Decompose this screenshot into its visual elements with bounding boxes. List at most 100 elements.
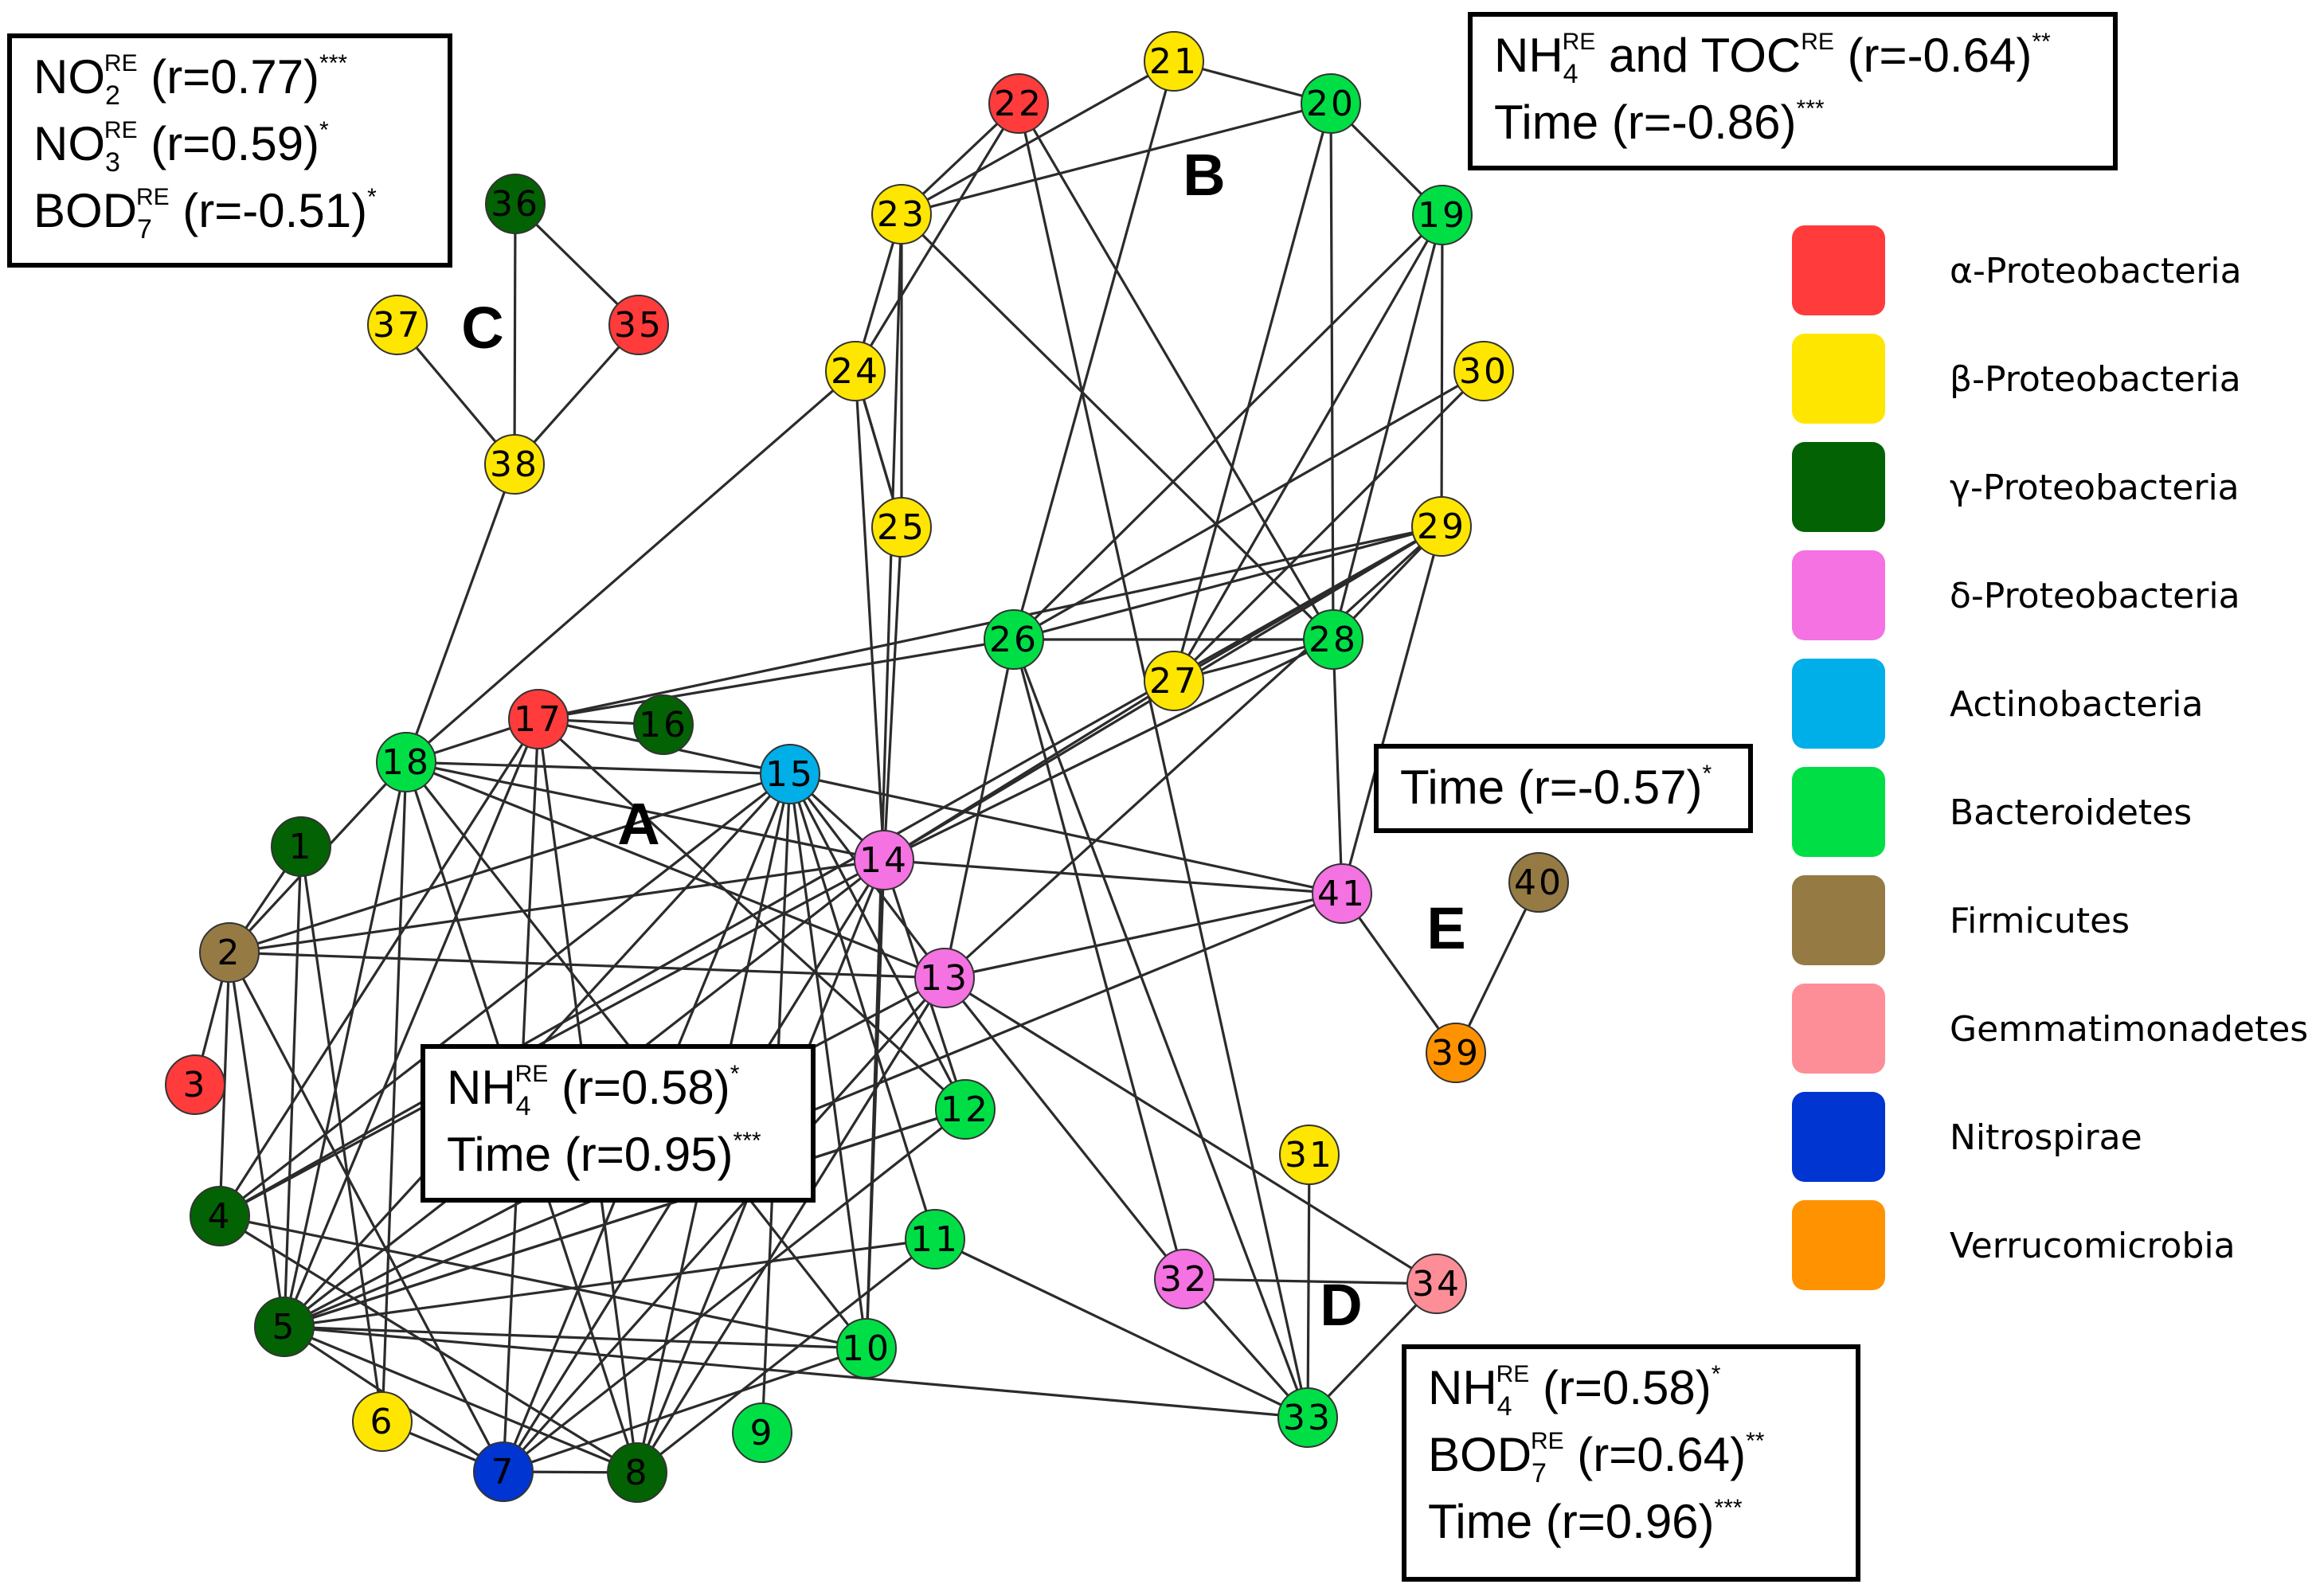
- node-label-6: 6: [370, 1402, 395, 1442]
- node-30: 30: [1453, 341, 1514, 401]
- node-label-21: 21: [1149, 41, 1199, 82]
- edge-4-8: [219, 1215, 638, 1474]
- node-circle-33: [1277, 1387, 1338, 1448]
- edge-13-26: [943, 639, 1015, 979]
- correlation-line-C-3: BOD7RE (r=-0.51)*: [33, 184, 377, 244]
- node-circle-10: [836, 1318, 897, 1379]
- node-35: 35: [608, 295, 669, 355]
- edges-layer: [194, 60, 1540, 1474]
- edge-19-27: [1172, 214, 1444, 682]
- node-circle-13: [914, 948, 975, 1008]
- node-41: 41: [1312, 863, 1372, 924]
- edge-36-38: [513, 203, 517, 465]
- edge-29-41: [1340, 526, 1443, 894]
- node-11: 11: [905, 1209, 965, 1269]
- node-19: 19: [1412, 185, 1473, 245]
- node-13: 13: [914, 948, 975, 1008]
- edge-14-4: [219, 859, 885, 1218]
- node-circle-12: [935, 1079, 996, 1140]
- node-circle-16: [633, 694, 694, 755]
- node-label-10: 10: [842, 1328, 891, 1369]
- edge-17-4: [218, 718, 540, 1217]
- correlation-line-E-1: Time (r=-0.57)*: [1400, 761, 1712, 814]
- node-27: 27: [1144, 651, 1204, 711]
- edge-17-12: [537, 718, 967, 1111]
- edge-10-7: [503, 1347, 867, 1473]
- edge-15-10: [788, 773, 868, 1349]
- correlation-box-D: NH4RE (r=0.58)*BOD7RE (r=0.64)**Time (r=…: [1402, 1344, 1860, 1582]
- node-label-5: 5: [272, 1307, 297, 1348]
- legend-swatch-4: [1792, 550, 1885, 640]
- node-23: 23: [871, 184, 932, 244]
- node-32: 32: [1154, 1249, 1215, 1309]
- node-label-36: 36: [491, 184, 540, 225]
- node-circle-38: [484, 434, 545, 495]
- correlation-boxes: NO2RE (r=0.77)***NO3RE (r=0.59)*BOD7RE (…: [7, 12, 2118, 1582]
- edge-14-41: [883, 859, 1343, 895]
- edge-26-30: [1013, 370, 1485, 641]
- legend-swatch-10: [1792, 1200, 1885, 1290]
- edge-13-8: [636, 977, 946, 1473]
- node-label-38: 38: [490, 444, 539, 485]
- legend-label-9: Nitrospirae: [1950, 1117, 2142, 1158]
- correlation-line-A-2: Time (r=0.95)***: [447, 1128, 761, 1181]
- node-label-26: 26: [989, 620, 1039, 660]
- edge-11-8: [636, 1238, 936, 1474]
- edge-23-10: [865, 213, 903, 1349]
- node-label-28: 28: [1309, 620, 1358, 660]
- legend-label-3: γ-Proteobacteria: [1950, 467, 2240, 508]
- node-circle-3: [165, 1054, 225, 1115]
- correlation-line-D-3: Time (r=0.96)***: [1428, 1495, 1743, 1548]
- legend-item-5: Actinobacteria: [1792, 659, 2203, 749]
- node-label-14: 14: [859, 840, 909, 881]
- edge-18-14: [405, 761, 885, 862]
- node-circle-15: [760, 744, 820, 804]
- edge-27-29: [1173, 525, 1442, 683]
- correlation-line-B-2: Time (r=-0.86)***: [1494, 96, 1825, 149]
- legend-swatch-5: [1792, 659, 1885, 749]
- edge-17-26: [538, 638, 1015, 721]
- edge-24-18: [405, 370, 857, 764]
- edge-5-12: [284, 1108, 966, 1328]
- node-label-16: 16: [639, 705, 688, 745]
- edge-2-5: [228, 952, 286, 1328]
- node-label-40: 40: [1514, 863, 1563, 903]
- edge-19-26: [1012, 213, 1444, 641]
- node-label-41: 41: [1317, 874, 1367, 914]
- legend-label-6: Bacteroidetes: [1950, 792, 2192, 833]
- legend-label-1: α-Proteobacteria: [1950, 251, 2242, 291]
- edge-13-7: [502, 976, 946, 1473]
- node-circle-20: [1301, 73, 1361, 134]
- node-label-27: 27: [1149, 661, 1199, 702]
- edge-2-14: [229, 859, 885, 954]
- module-label-E: E: [1426, 895, 1465, 961]
- node-label-29: 29: [1417, 507, 1466, 547]
- edge-10-4: [219, 1215, 867, 1350]
- node-circle-25: [871, 497, 932, 557]
- correlation-line-C-2: NO3RE (r=0.59)*: [33, 117, 329, 178]
- node-29: 29: [1411, 496, 1472, 557]
- module-label-A: A: [617, 791, 659, 857]
- legend-swatch-1: [1792, 225, 1885, 315]
- edge-15-11: [788, 773, 937, 1240]
- edge-32-34: [1183, 1277, 1438, 1285]
- node-33: 33: [1277, 1387, 1338, 1448]
- edge-26-33: [1012, 639, 1309, 1418]
- edge-11-5: [284, 1238, 936, 1328]
- correlation-box-A: NH4RE (r=0.58)*Time (r=0.95)***: [421, 1044, 816, 1203]
- edge-14-25: [882, 526, 903, 861]
- node-4: 4: [190, 1186, 250, 1246]
- node-label-18: 18: [381, 742, 431, 783]
- node-circle-11: [905, 1209, 965, 1269]
- edge-11-33: [934, 1238, 1309, 1419]
- legend-item-2: β-Proteobacteria: [1792, 334, 2241, 424]
- legend-label-10: Verrucomicrobia: [1950, 1226, 2236, 1266]
- node-circle-39: [1426, 1023, 1486, 1083]
- node-circle-5: [254, 1297, 315, 1357]
- node-39: 39: [1426, 1023, 1486, 1083]
- node-circle-19: [1412, 185, 1473, 245]
- legend-swatch-6: [1792, 767, 1885, 857]
- node-label-17: 17: [514, 699, 563, 740]
- node-22: 22: [988, 73, 1049, 134]
